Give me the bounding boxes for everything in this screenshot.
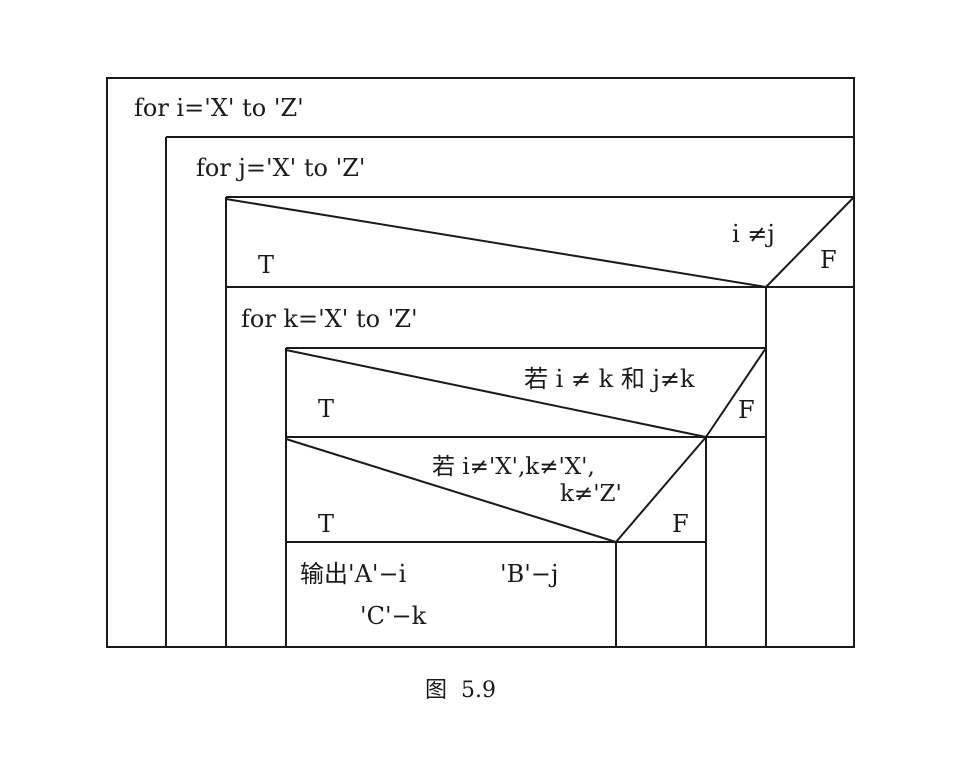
decision2-diagonal-true (285, 349, 707, 438)
loop-k-header: for k='X' to 'Z' (241, 305, 418, 333)
decision1-true-label: T (258, 251, 275, 279)
loop-j-header: for j='X' to 'Z' (196, 154, 366, 182)
loop-i-header: for i='X' to 'Z' (134, 94, 304, 122)
output-line1-a: 输出'A'−i (300, 560, 407, 588)
output-line2: 'C'−k (360, 602, 427, 630)
decision2-condition: 若 i ≠ k 和 j≠k (524, 365, 695, 393)
decision2-true-label: T (318, 395, 335, 423)
decision1-condition: i ≠j (732, 220, 775, 248)
decision3-true-label: T (318, 510, 335, 538)
decision3-condition-line1: 若 i≠'X',k≠'X', (432, 454, 595, 480)
decision1-diagonal-false (765, 196, 855, 288)
output-line1-b: 'B'−j (500, 560, 559, 588)
decision2-diagonal-false (705, 347, 767, 438)
figure-caption: 图 5.9 (425, 678, 496, 703)
decision1-diagonal-true (225, 198, 767, 288)
decision3-false-label: F (672, 510, 689, 538)
decision1-false-label: F (820, 246, 837, 274)
decision3-diagonal-true (285, 438, 617, 543)
decision3-condition-line2: k≠'Z' (560, 481, 622, 507)
outer-frame (106, 77, 855, 648)
decision3-diagonal-false (615, 436, 707, 543)
decision2-false-label: F (738, 396, 755, 424)
